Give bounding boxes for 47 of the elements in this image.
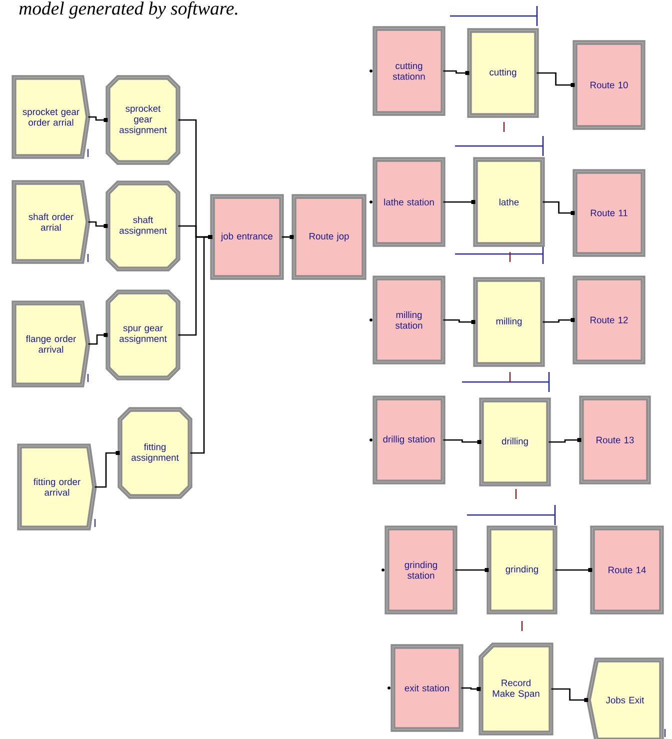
connector xyxy=(461,687,481,691)
station-block: cutting stationn xyxy=(372,26,446,116)
connector xyxy=(88,221,108,228)
process-block: milling xyxy=(473,277,545,367)
connector xyxy=(542,201,575,215)
connector xyxy=(542,318,575,323)
connector xyxy=(88,333,108,345)
connector xyxy=(555,568,592,572)
connector xyxy=(282,235,294,239)
station-block: Route 14 xyxy=(590,526,664,614)
station-block: milling station xyxy=(372,276,446,364)
station-block: drillig station xyxy=(372,396,446,484)
station-block: lathe station xyxy=(372,157,446,247)
exit-block: Jobs Exit xyxy=(586,658,664,739)
station-block: job entrance xyxy=(210,194,284,280)
process-block: drilling xyxy=(479,398,551,486)
title: model generated by software. xyxy=(19,1,238,19)
station-block: exit station xyxy=(390,644,464,732)
station-block: Route 13 xyxy=(579,396,651,484)
arrival-block: sprocket gear order arrial xyxy=(12,75,90,159)
connector xyxy=(443,439,482,444)
process-block: lathe xyxy=(473,157,545,247)
station-block: Route 11 xyxy=(572,169,646,257)
connector xyxy=(536,72,575,87)
connector xyxy=(443,319,476,324)
connector xyxy=(455,568,489,572)
connector xyxy=(548,438,582,443)
connector xyxy=(88,116,108,122)
assignment-block: shaft assignment xyxy=(106,180,180,272)
arrival-block: shaft order arrial xyxy=(12,180,90,264)
process-block: cutting xyxy=(467,28,539,118)
station-block: Route 10 xyxy=(572,40,646,130)
record-block: Record Make Span xyxy=(478,642,554,736)
connector xyxy=(94,451,120,488)
assignment-block: fitting assignment xyxy=(118,407,192,499)
process-block: grinding xyxy=(486,526,558,614)
station-block: grinding station xyxy=(384,526,458,614)
assignment-block: spur gear assignment xyxy=(106,290,180,380)
station-block: Route 12 xyxy=(572,276,646,364)
connector xyxy=(443,200,476,204)
station-block: Route jop xyxy=(292,194,366,280)
connector xyxy=(551,688,588,702)
assignment-block: sprocket gear assignment xyxy=(106,75,180,165)
arrival-block: fitting order arrival xyxy=(17,444,97,530)
arrival-block: flange order arrival xyxy=(12,300,90,388)
connector xyxy=(190,235,212,454)
connector xyxy=(443,70,470,75)
